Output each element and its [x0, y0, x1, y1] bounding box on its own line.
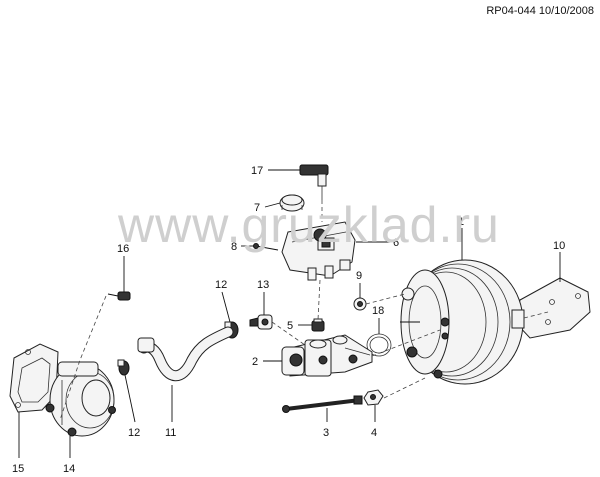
callout-4: 4 — [371, 427, 377, 439]
hose-clamp-part-12-lower — [117, 359, 130, 376]
callout-6: 6 — [393, 237, 399, 249]
push-rod-part-3 — [282, 395, 363, 413]
bolt-part-16 — [107, 291, 131, 301]
gasket-part-10 — [514, 277, 591, 339]
callout-16: 16 — [117, 243, 129, 255]
master-cylinder-part-2 — [281, 334, 373, 377]
diagram-reference-code: RP04-044 10/10/2008 — [486, 5, 594, 17]
callout-5: 5 — [287, 320, 293, 332]
callout-15: 15 — [12, 463, 24, 475]
assembly-guide-lines — [59, 200, 549, 421]
callout-14: 14 — [63, 463, 75, 475]
vacuum-pump-part-14 — [45, 361, 116, 437]
callout-12-lower: 12 — [128, 427, 140, 439]
brake-booster-part-1 — [400, 259, 525, 385]
callout-1: 1 — [458, 216, 464, 228]
fluid-reservoir-part-6 — [281, 221, 356, 281]
nut-part-4 — [363, 389, 384, 406]
callout-3: 3 — [323, 427, 329, 439]
callout-18: 18 — [372, 305, 384, 317]
grommet-part-5 — [311, 318, 325, 332]
callout-12-upper: 12 — [215, 279, 227, 291]
level-sensor-part-17 — [299, 164, 329, 200]
seal-washer-part-9 — [353, 297, 367, 311]
callout-11: 11 — [165, 427, 176, 439]
callout-2: 2 — [252, 356, 258, 368]
watermark: www.gruzklad.ru — [118, 197, 500, 253]
callout-9: 9 — [356, 270, 362, 282]
check-valve-part-13 — [249, 314, 273, 330]
pump-gasket-part-15 — [9, 343, 59, 413]
leader-lines — [18, 169, 561, 458]
callout-labels: 1 2 3 4 5 6 7 8 9 10 11 12 12 13 14 15 1… — [12, 165, 565, 475]
callout-7: 7 — [254, 202, 260, 214]
callout-10: 10 — [553, 240, 565, 252]
callout-17: 17 — [251, 165, 263, 177]
vacuum-hose-part-11 — [137, 326, 234, 382]
callout-8: 8 — [231, 241, 237, 253]
callout-13: 13 — [257, 279, 269, 291]
